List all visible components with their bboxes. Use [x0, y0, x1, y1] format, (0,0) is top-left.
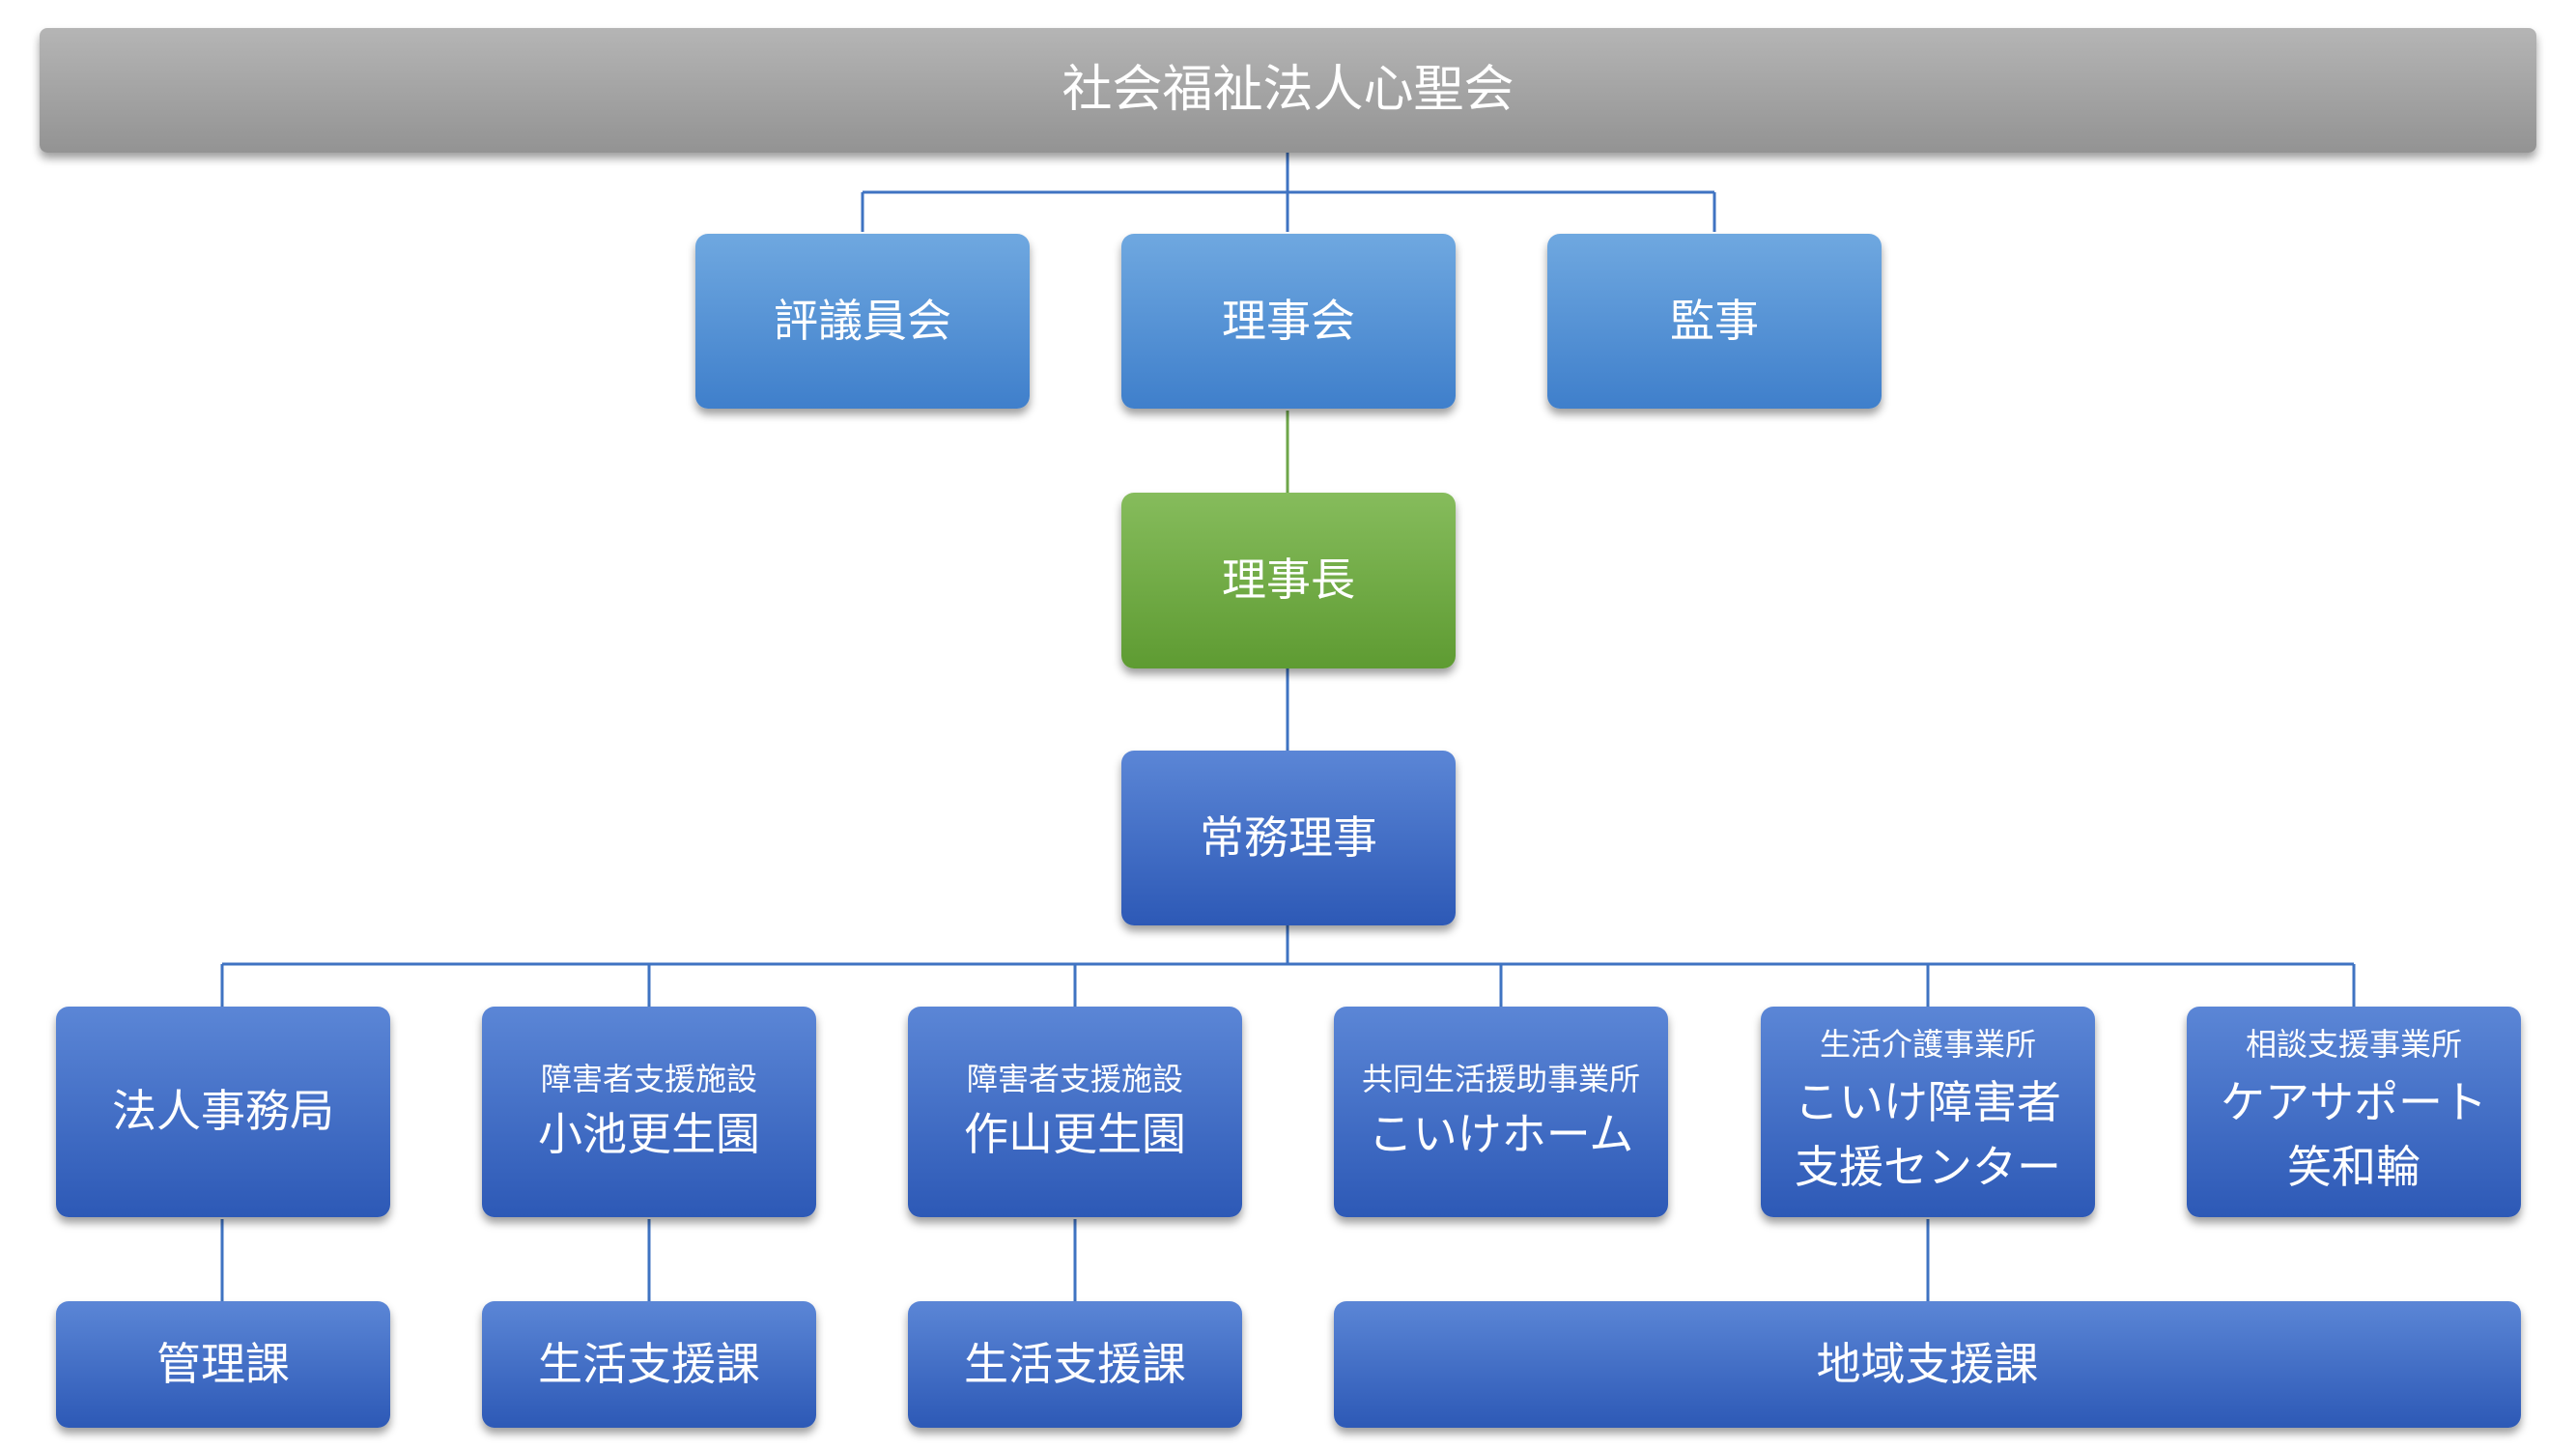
node-auditor-label: 監事: [1670, 294, 1759, 347]
unit-type: 相談支援事業所: [2245, 1025, 2462, 1063]
node-unit-care-support: 相談支援事業所 ケアサポート 笑和輪: [2187, 1007, 2521, 1217]
node-council: 評議員会: [695, 234, 1030, 409]
node-chairman: 理事長: [1121, 493, 1456, 668]
connector-units-to-sections: [220, 1219, 1930, 1301]
node-section-community-support: 地域支援課: [1334, 1301, 2521, 1428]
unit-type: 障害者支援施設: [540, 1061, 757, 1098]
section-label: 地域支援課: [1816, 1337, 2039, 1390]
org-title-bar: 社会福祉法人心聖会: [40, 28, 2536, 153]
node-unit-admin-office: 法人事務局: [56, 1007, 390, 1217]
node-board: 理事会: [1121, 234, 1456, 409]
unit-name: 小池更生園: [538, 1107, 760, 1160]
unit-name-line2: 支援センター: [1795, 1140, 2061, 1193]
connector-top-to-governance: [861, 153, 1716, 232]
node-section-koike-life-support: 生活支援課: [482, 1301, 816, 1428]
unit-type: 障害者支援施設: [966, 1061, 1183, 1098]
node-unit-koike-home: 共同生活援助事業所 こいけホーム: [1334, 1007, 1668, 1217]
unit-name-line1: こいけ障害者: [1795, 1076, 2061, 1129]
unit-name-line2: 笑和輪: [2287, 1140, 2420, 1193]
unit-name-line1: ケアサポート: [2221, 1076, 2487, 1129]
unit-name: 作山更生園: [964, 1107, 1186, 1160]
section-label: 生活支援課: [538, 1337, 760, 1390]
node-unit-sakuyama: 障害者支援施設 作山更生園: [908, 1007, 1242, 1217]
node-council-label: 評議員会: [774, 294, 951, 347]
unit-type: 生活介護事業所: [1819, 1025, 2036, 1063]
node-unit-koike: 障害者支援施設 小池更生園: [482, 1007, 816, 1217]
unit-type: 共同生活援助事業所: [1361, 1061, 1640, 1098]
node-section-sakuyama-life-support: 生活支援課: [908, 1301, 1242, 1428]
node-executive-director: 常務理事: [1121, 751, 1456, 925]
node-chairman-label: 理事長: [1222, 554, 1355, 607]
node-unit-koike-support-center: 生活介護事業所 こいけ障害者 支援センター: [1761, 1007, 2095, 1217]
node-auditor: 監事: [1547, 234, 1882, 409]
unit-name: 法人事務局: [112, 1085, 334, 1138]
connector-executive-to-units: [220, 925, 2356, 1007]
node-executive-director-label: 常務理事: [1200, 810, 1377, 864]
section-label: 生活支援課: [964, 1337, 1186, 1390]
section-label: 管理課: [156, 1337, 290, 1390]
node-board-label: 理事会: [1222, 294, 1355, 347]
org-title: 社会福祉法人心聖会: [1062, 60, 1514, 119]
unit-name: こいけホーム: [1368, 1107, 1634, 1160]
node-section-admin: 管理課: [56, 1301, 390, 1428]
